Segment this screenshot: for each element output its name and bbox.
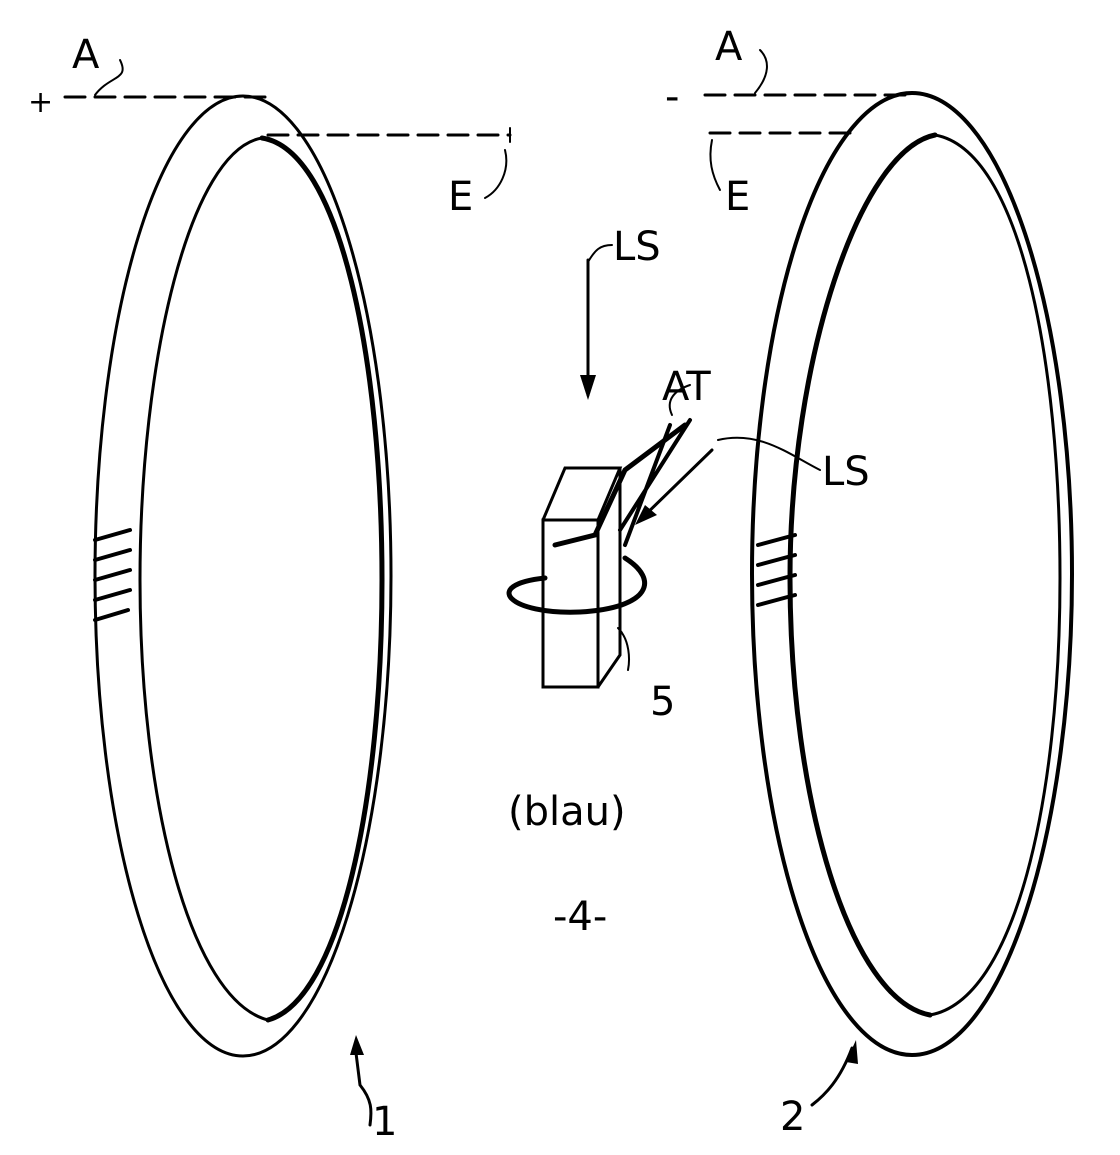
label-block-5: 5 bbox=[650, 679, 675, 725]
label-ring-2: 2 bbox=[780, 1094, 805, 1140]
label-plus: + bbox=[28, 85, 53, 120]
label-color-note: (blau) bbox=[508, 789, 626, 835]
lead-lines bbox=[63, 49, 917, 199]
label-at: AT bbox=[662, 364, 711, 410]
label-left-e: E bbox=[448, 174, 473, 220]
label-minus: - bbox=[665, 74, 679, 120]
label-right-e: E bbox=[725, 174, 750, 220]
arrows bbox=[350, 244, 858, 1127]
ring-2 bbox=[750, 91, 1074, 1057]
figure-number: -4- bbox=[553, 894, 607, 940]
label-ring-1: 1 bbox=[372, 1099, 397, 1145]
label-ls-right: LS bbox=[822, 449, 870, 495]
block-5 bbox=[506, 418, 692, 689]
label-ls-top: LS bbox=[613, 224, 661, 270]
ring-1 bbox=[93, 94, 393, 1058]
label-left-a: A bbox=[72, 32, 100, 78]
label-right-a: A bbox=[715, 24, 743, 70]
